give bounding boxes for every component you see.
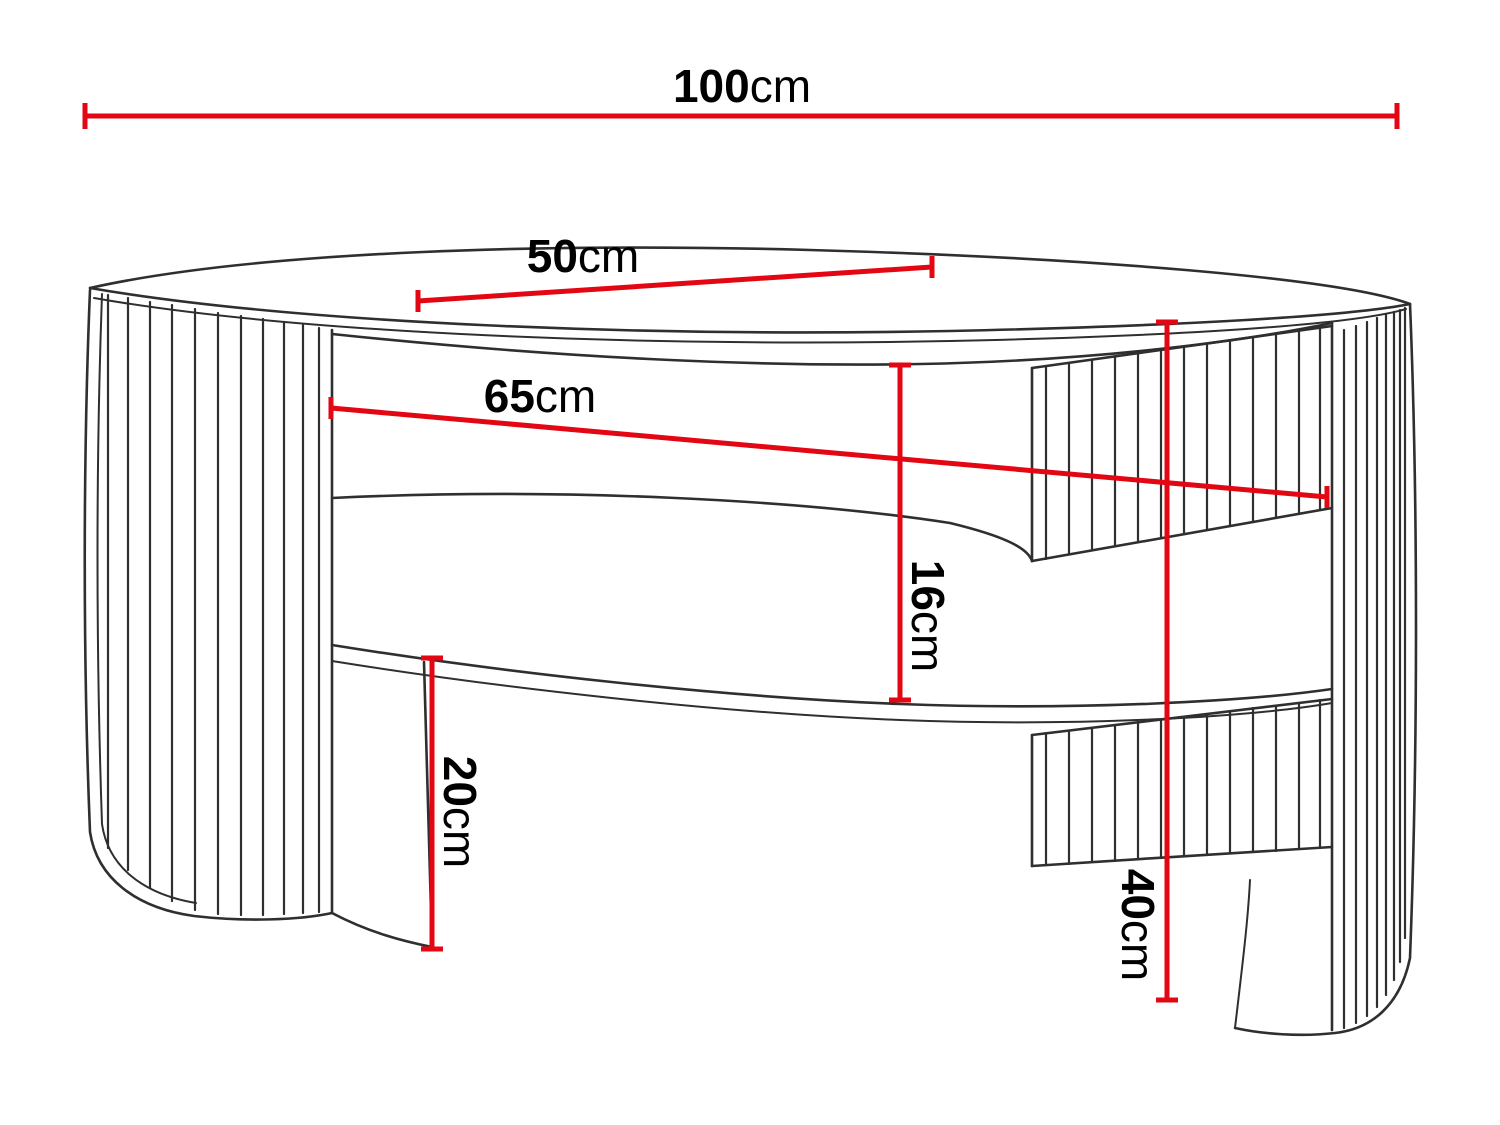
left-panel-outer-edge	[83, 288, 334, 921]
shelf-thickness-edge	[331, 660, 1333, 724]
inner-lower-flutes	[1044, 698, 1322, 867]
dimension-line	[417, 264, 933, 304]
shelf-back-edge	[330, 492, 1034, 563]
inner-upper-top-edge	[1030, 324, 1334, 370]
dimension-unit: cm	[535, 370, 596, 422]
right-panel-bottom-inner-edge	[1234, 879, 1251, 1029]
dimension-unit: cm	[434, 807, 486, 868]
inner-upper-bottom-edge	[1030, 506, 1334, 563]
dimension-unit: cm	[750, 60, 811, 112]
dimension-label-leg-height: 20cm	[434, 756, 486, 869]
shelf-front-edge	[330, 643, 1334, 708]
left-panel-inner-edge	[96, 293, 197, 904]
dimension-label-depth: 50cm	[527, 230, 640, 282]
dimension-unit: cm	[1112, 920, 1164, 981]
furniture-drawing	[83, 246, 1418, 1037]
tabletop-underside-edge	[330, 321, 1334, 366]
inner-upper-flutes	[1044, 326, 1322, 561]
dimension-label-width: 100cm	[673, 60, 811, 112]
dimension-labels: 100cm 50cm 65cm 16cm 20cm 40cm	[434, 60, 1164, 981]
tabletop-back-edge	[88, 246, 1412, 306]
dimension-unit: cm	[578, 230, 639, 282]
dimension-line	[330, 405, 1328, 500]
dimension-shelf-width	[328, 397, 1330, 508]
dimension-unit: cm	[902, 611, 954, 672]
dimension-value: 50	[527, 230, 578, 282]
inner-lower-bottom-edge	[1030, 845, 1334, 868]
left-panel-flutes	[106, 293, 321, 917]
dimension-value: 65	[484, 370, 535, 422]
dimension-value: 40	[1112, 869, 1164, 920]
dimension-label-height: 40cm	[1112, 869, 1164, 982]
right-panel-outer-edge	[1233, 302, 1418, 1037]
dimension-height	[1156, 319, 1178, 1003]
dimension-depth	[415, 256, 935, 312]
tabletop-front-edge	[88, 286, 1412, 334]
dimension-label-shelf-gap: 16cm	[902, 560, 954, 673]
dimension-lines	[82, 103, 1400, 1003]
dimension-value: 100	[673, 60, 750, 112]
dimension-value: 20	[434, 756, 486, 807]
dimension-value: 16	[902, 560, 954, 611]
dimension-shelf-gap	[889, 362, 911, 703]
dimension-label-shelf-width: 65cm	[484, 370, 597, 422]
dimension-width	[82, 103, 1400, 129]
right-panel-flutes	[1342, 306, 1407, 1030]
tabletop-thickness-edge	[93, 297, 1407, 344]
leg-bottom-edge	[330, 911, 434, 949]
inner-lower-top-edge	[1030, 697, 1334, 737]
dimension-leg-height	[421, 655, 443, 952]
